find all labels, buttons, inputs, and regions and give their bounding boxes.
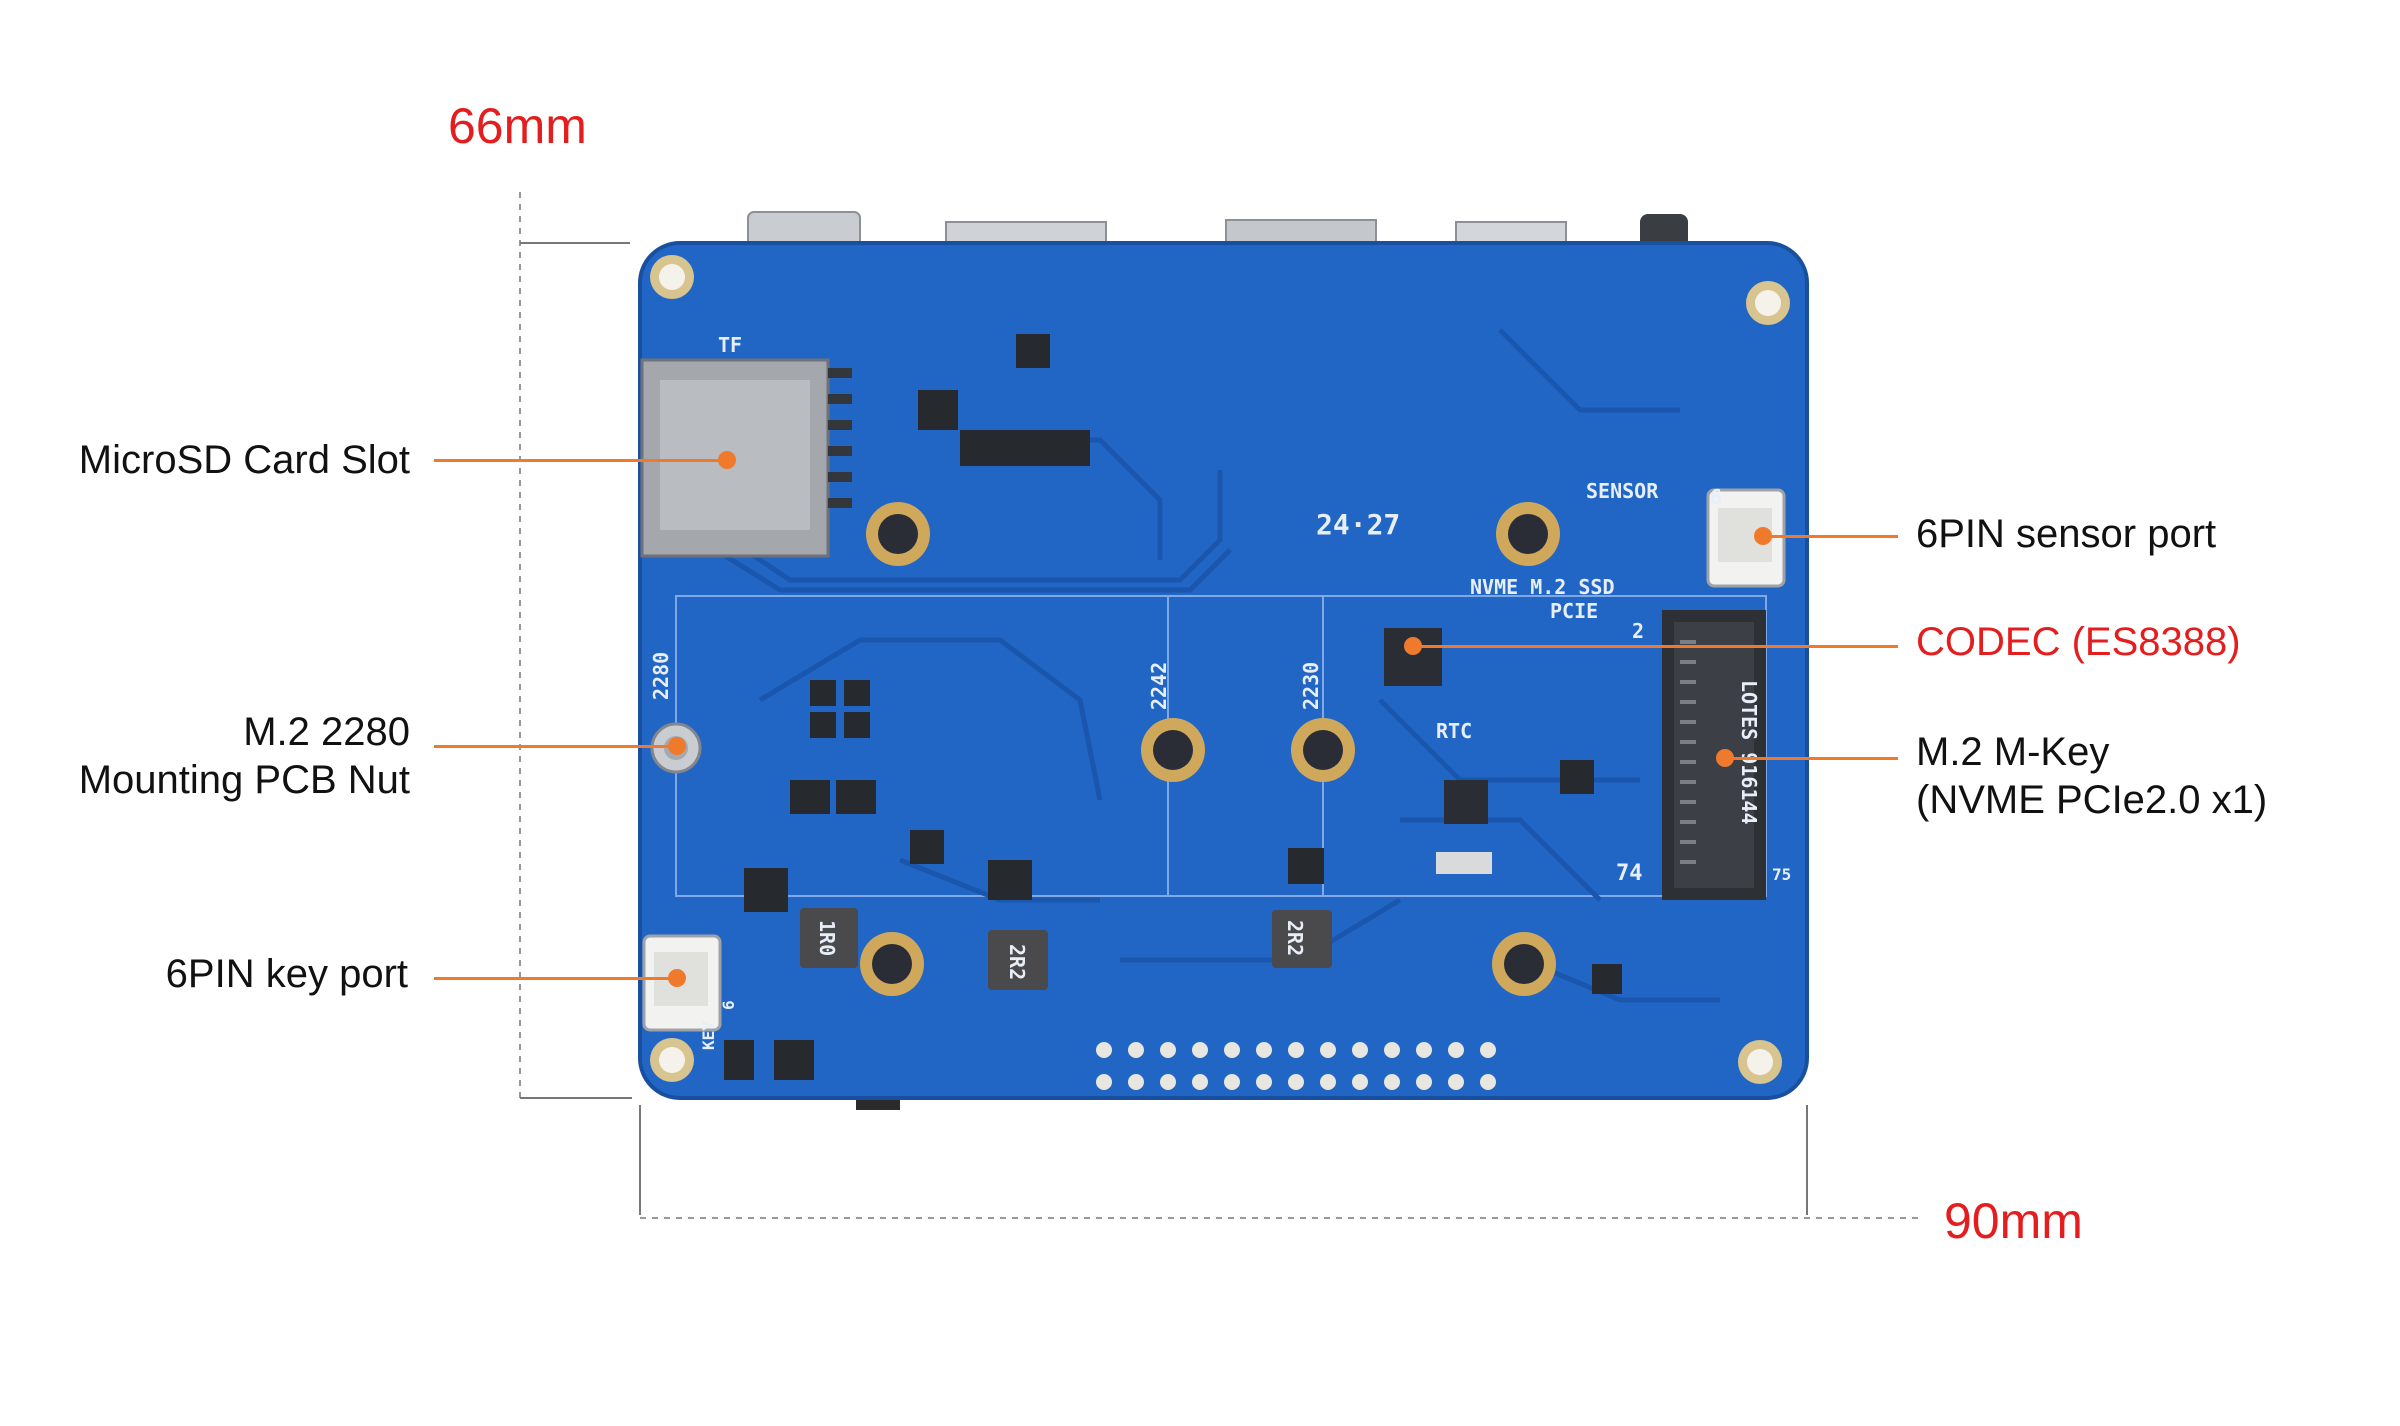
silk-sensor-pin: 6 <box>1710 485 1722 509</box>
leader-m2-nut <box>434 745 678 748</box>
silk-2242: 2242 <box>1147 662 1171 710</box>
silk-2230: 2230 <box>1299 662 1323 710</box>
silk-m2-connector: LOTES 916144 <box>1737 680 1761 825</box>
silk-tf: TF <box>718 333 742 357</box>
silk-pin75: 75 <box>1772 865 1791 884</box>
silk-pin74: 74 <box>1616 861 1643 886</box>
label-m2-key-line1: M.2 M-Key <box>1916 730 2110 774</box>
inductor-2r2-mid <box>1272 910 1332 968</box>
pcb-substrate <box>640 243 1807 1098</box>
leader-key-port <box>434 977 678 980</box>
label-key-port: 6PIN key port <box>165 952 408 996</box>
label-m2-key-line2: (NVME PCIe2.0 x1) <box>1916 778 2268 822</box>
label-m2-nut-line1: M.2 2280 <box>243 710 410 754</box>
silk-2280: 2280 <box>649 652 673 700</box>
leader-codec-dot <box>1404 637 1422 655</box>
silk-inductor-2r2-left: 2R2 <box>1005 944 1029 980</box>
leader-m2-key <box>1732 757 1898 760</box>
rtc-chip <box>1444 780 1488 824</box>
leader-m2-nut-dot <box>668 737 686 755</box>
inductor-1r0 <box>800 908 858 968</box>
leader-sensor-port <box>1762 535 1898 538</box>
leader-sensor-port-dot <box>1754 527 1772 545</box>
inductor-2r2-left <box>988 930 1048 990</box>
label-codec: CODEC (ES8388) <box>1916 620 2241 664</box>
width-dimension: 90mm <box>1944 1193 2083 1249</box>
leader-microsd-dot <box>718 451 736 469</box>
label-m2-nut-line2: Mounting PCB Nut <box>78 758 410 802</box>
leader-m2-key-dot <box>1716 749 1734 767</box>
silk-pcie: PCIE <box>1550 599 1598 623</box>
label-m2-nut: M.2 2280 Mounting PCB Nut <box>79 708 410 804</box>
leader-key-port-dot <box>668 969 686 987</box>
label-m2-key: M.2 M-Key (NVME PCIe2.0 x1) <box>1916 728 2267 824</box>
silk-inductor-1r0: 1R0 <box>815 920 839 956</box>
height-dimension: 66mm <box>448 98 587 154</box>
label-sensor-port: 6PIN sensor port <box>1916 512 2217 556</box>
silk-pcie-pin: 2 <box>1632 619 1644 643</box>
silk-inductor-2r2-mid: 2R2 <box>1283 920 1307 956</box>
label-microsd: MicroSD Card Slot <box>78 438 410 482</box>
leader-codec <box>1418 645 1898 648</box>
silk-key-pin: 6 <box>719 1000 738 1010</box>
silk-sensor: SENSOR <box>1586 479 1659 503</box>
silk-key: KEY <box>699 1021 718 1050</box>
leader-microsd <box>434 459 726 462</box>
silk-date-code: 24·27 <box>1316 508 1400 541</box>
silk-nvme: NVME M.2 SSD <box>1470 575 1615 599</box>
silk-rtc: RTC <box>1436 719 1472 743</box>
